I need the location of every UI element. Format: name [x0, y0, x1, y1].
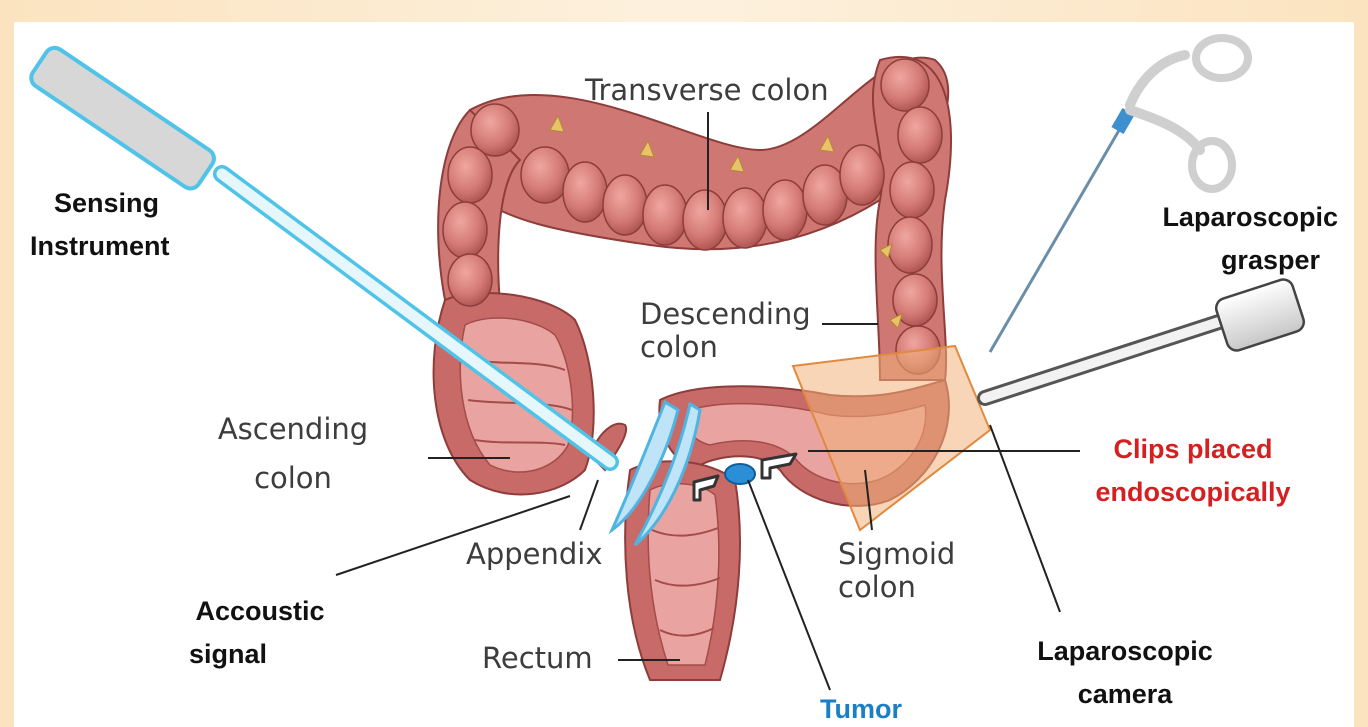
- label-clips-placed-endoscopically: Clips placed endoscopically: [1080, 428, 1306, 514]
- label-laparoscopic-camera: Laparoscopic camera: [1012, 630, 1238, 716]
- label-transverse-colon: Transverse colon: [585, 74, 829, 107]
- label-descending-colon: Descending colon: [640, 298, 811, 365]
- tumor-mass: [725, 464, 755, 484]
- label-appendix: Appendix: [466, 538, 603, 571]
- label-sensing-instrument: Sensing Instrument: [30, 182, 170, 268]
- label-laparoscopic-grasper: Laparoscopic grasper: [1120, 196, 1338, 282]
- label-accoustic-signal: Accoustic signal: [160, 590, 360, 676]
- label-ascending-colon: Ascending colon: [198, 405, 388, 504]
- label-tumor: Tumor: [820, 694, 902, 725]
- label-rectum: Rectum: [482, 642, 593, 675]
- label-sigmoid-colon: Sigmoid colon: [838, 538, 955, 605]
